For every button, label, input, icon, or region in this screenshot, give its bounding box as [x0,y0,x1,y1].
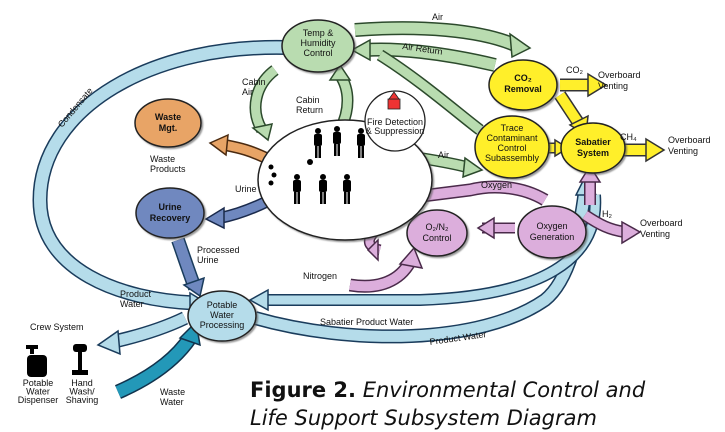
node-co2-removal [488,59,558,111]
node-waste-mgt [134,98,202,148]
node-urine-recovery [135,187,205,239]
hand-wash-icon [72,344,88,375]
node-sabatier [560,122,626,174]
caption-title-2: Life Support Subsystem Diagram [250,406,597,430]
caption-figure: Figure 2. [250,378,357,402]
crew-figures-icon [268,126,365,204]
air-mid-label: Air [438,150,449,160]
crew-system-title: Crew System [30,322,84,332]
oxygen-label: Oxygen [481,180,512,190]
air-top-label: Air [432,12,443,22]
node-potable-water [187,290,257,342]
extinguisher-icon [387,98,401,110]
node-temp-humidity [281,19,355,73]
node-o2n2 [406,209,468,257]
ch4-label: CH₄ [620,132,637,142]
co2-label: CO₂ [566,65,584,75]
caption-line-1: Figure 2. Environmental Control and [250,376,725,404]
fire-detection-label: Fire Detection& Suppression [366,117,425,136]
nitrogen-label: Nitrogen [303,271,337,281]
blue-loop [32,39,602,399]
node-trace-contaminant [474,115,550,179]
potable-dispenser-icon [26,345,47,377]
caption-title-1: Environmental Control and [356,378,646,402]
node-oxygen-generation [517,205,587,259]
sabatier-product-water-label: Sabatier Product Water [320,317,413,327]
urine-label: Urine [235,184,257,194]
fire-detection-circle [364,90,426,152]
h2-label: H₂ [602,209,612,219]
figure-caption: Figure 2. Environmental Control and Life… [250,376,725,432]
